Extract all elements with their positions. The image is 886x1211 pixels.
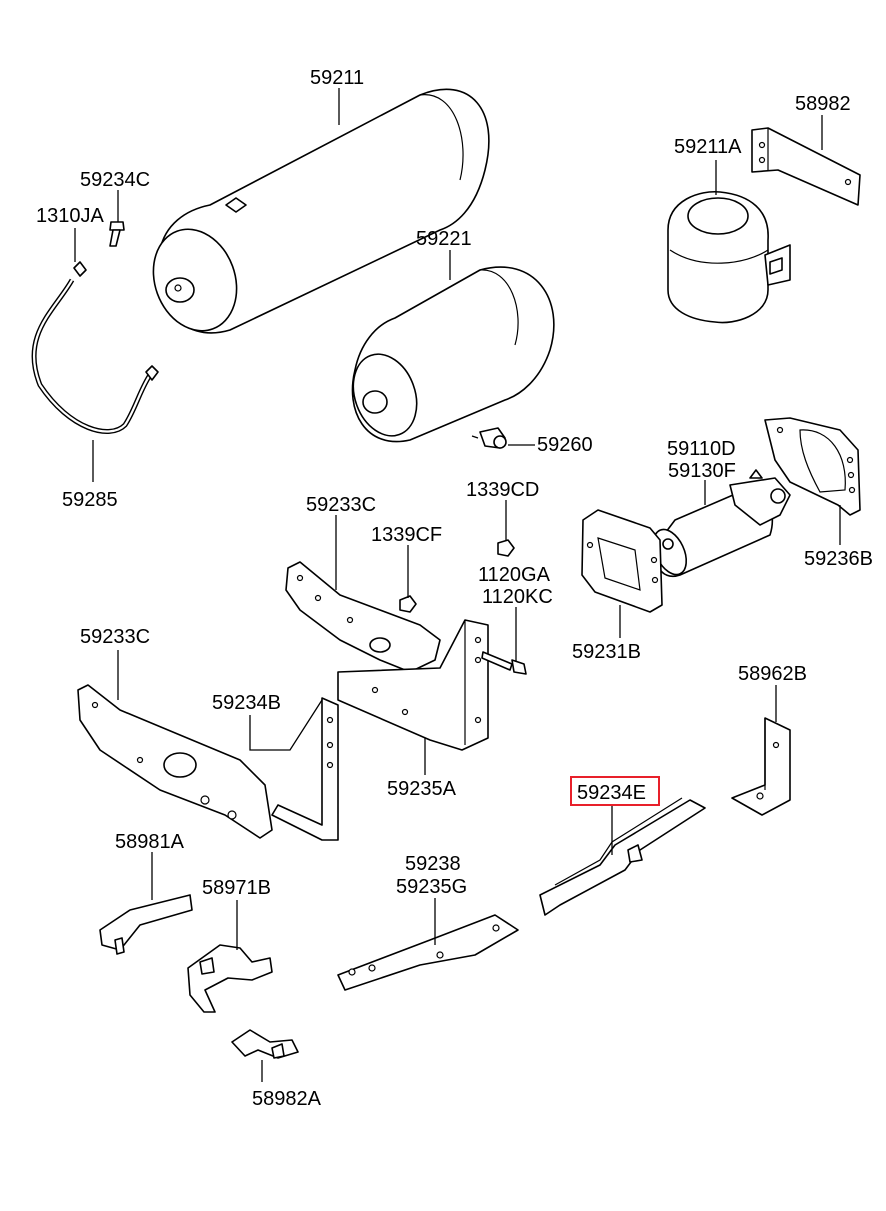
nut-1339CD[interactable] [497, 539, 515, 557]
leader-lines [74, 88, 841, 1082]
label-58982[interactable]: 58982 [795, 93, 851, 115]
label-58971B[interactable]: 58971B [202, 877, 271, 899]
label-59234C[interactable]: 59234C [80, 169, 150, 191]
label-59260[interactable]: 59260 [537, 434, 593, 456]
bolt-1120[interactable] [481, 651, 527, 675]
label-59211A[interactable]: 59211A [674, 136, 742, 158]
label-59234B[interactable]: 59234B [212, 692, 281, 714]
drain-valve[interactable] [471, 427, 507, 449]
label-59234E[interactable]: 59234E [577, 782, 646, 804]
label-59233C-top[interactable]: 59233C [306, 494, 376, 516]
bracket-59233C-left[interactable] [77, 684, 273, 839]
mount-plate-59231B[interactable] [581, 509, 663, 613]
bracket-58982A[interactable] [231, 1029, 299, 1059]
air-compressor[interactable] [647, 469, 791, 580]
label-1339CF[interactable]: 1339CF [371, 524, 442, 546]
label-59231B[interactable]: 59231B [572, 641, 641, 663]
bracket-59234E[interactable] [539, 797, 706, 916]
label-58981A[interactable]: 58981A [115, 831, 185, 853]
part-labels: 59211 58982 59211A 59234C 1310JA 59221 5… [36, 67, 873, 1110]
label-1120GA[interactable]: 1120GA [478, 564, 551, 586]
label-58982A[interactable]: 58982A [252, 1088, 322, 1110]
label-59285[interactable]: 59285 [62, 489, 118, 511]
label-1310JA[interactable]: 1310JA [36, 205, 104, 227]
label-1120KC[interactable]: 1120KC [482, 586, 553, 608]
label-59233C-left[interactable]: 59233C [80, 626, 150, 648]
label-59238[interactable]: 59238 [405, 853, 461, 875]
air-tank-medium[interactable] [342, 266, 555, 445]
label-59211[interactable]: 59211 [310, 67, 364, 89]
air-dryer[interactable] [667, 190, 791, 324]
label-59236B[interactable]: 59236B [804, 548, 873, 570]
bolt-59234C[interactable] [109, 221, 125, 247]
bracket-58962B[interactable] [731, 717, 791, 816]
air-hose[interactable] [31, 261, 159, 434]
bracket-58981A[interactable] [99, 894, 193, 955]
strap-59234B[interactable] [271, 697, 339, 841]
label-59235G[interactable]: 59235G [396, 876, 467, 898]
bracket-59235A[interactable] [337, 619, 489, 751]
label-59221[interactable]: 59221 [416, 228, 472, 250]
highlight-box [570, 776, 660, 806]
bracket-59236B[interactable] [764, 417, 861, 516]
plate-59238[interactable] [337, 914, 519, 991]
bracket-58971B[interactable] [187, 944, 273, 1013]
label-59130F[interactable]: 59130F [668, 460, 736, 482]
nut-1339CF[interactable] [399, 595, 417, 613]
bracket-59233C-top[interactable] [285, 561, 441, 673]
label-1339CD[interactable]: 1339CD [466, 479, 539, 501]
label-59110D[interactable]: 59110D [667, 438, 736, 460]
air-tank-large[interactable] [140, 88, 490, 342]
label-59235A[interactable]: 59235A [387, 778, 457, 800]
bracket-58982[interactable] [751, 127, 861, 206]
label-58962B[interactable]: 58962B [738, 663, 807, 685]
